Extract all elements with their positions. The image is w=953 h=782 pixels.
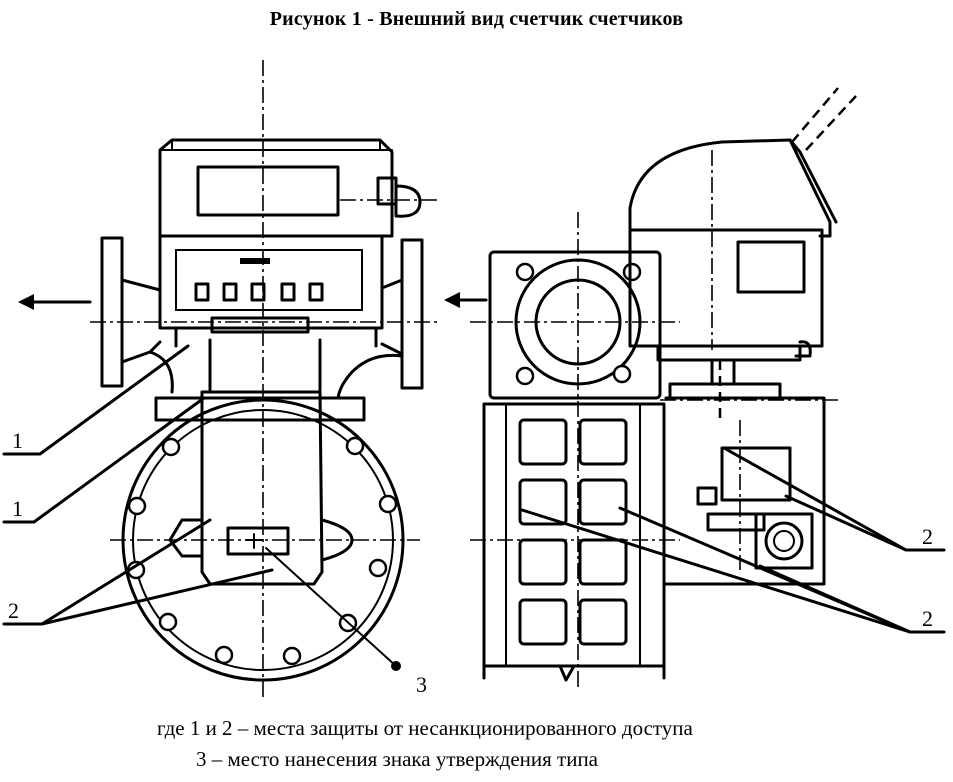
side-view [444,87,857,690]
legend-line-protection: где 1 и 2 – места защиты от несанкционир… [157,716,693,740]
callout-2-left: 2 [8,598,19,623]
callout-2-right-top: 2 [922,524,933,549]
front-view [18,60,440,700]
callout-leaders [2,344,946,671]
legend-line-approval-mark: 3 – место нанесения знака утверждения ти… [196,747,599,771]
callout-1-lower: 1 [12,496,23,521]
callout-1-upper: 1 [12,428,23,453]
figure-title: Рисунок 1 - Внешний вид счетчик счетчико… [269,8,684,30]
callout-2-right-bottom: 2 [922,606,933,631]
callout-3: 3 [416,672,427,697]
